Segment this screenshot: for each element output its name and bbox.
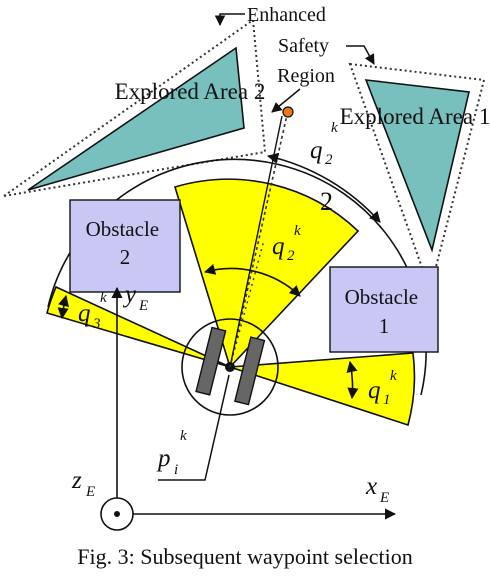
robot xyxy=(195,326,266,406)
svg-text:3: 3 xyxy=(92,316,101,332)
safety-region-2-outline xyxy=(3,18,267,197)
obstacle-2 xyxy=(69,199,181,293)
svg-text:y: y xyxy=(122,281,137,308)
obstacle-1-label: Obstacle 1 xyxy=(345,285,424,338)
q2-inner-arc xyxy=(203,263,301,297)
q1-arc xyxy=(346,360,359,400)
z-axis-dot xyxy=(114,511,120,517)
q1-symbol: q 1 k xyxy=(368,368,397,408)
q2-outer-arc xyxy=(266,152,381,223)
svg-text:q: q xyxy=(78,300,91,327)
robot-boundary xyxy=(181,318,279,416)
heading-line-dashed xyxy=(229,114,288,368)
q3-arc xyxy=(57,294,69,320)
sector-number-label: 2 xyxy=(320,187,333,216)
svg-text:z: z xyxy=(71,467,82,494)
obstacle-2-label: Obstacle 2 xyxy=(86,217,165,269)
free-sector-3 xyxy=(46,285,231,368)
explored-area-1 xyxy=(364,79,470,253)
xE-symbol: x E xyxy=(365,473,389,506)
svg-text:k: k xyxy=(390,368,397,384)
enhanced-label: Enhanced xyxy=(247,4,326,26)
q3-symbol: q 3 k xyxy=(78,290,107,332)
figure-caption: Fig. 3: Subsequent waypoint selection xyxy=(77,544,413,569)
svg-text:k: k xyxy=(294,223,301,239)
safety-pointer-arrow xyxy=(346,45,375,65)
svg-text:E: E xyxy=(85,484,95,500)
explored-area-1-label: Explored Area 1 xyxy=(340,104,490,129)
svg-text:k: k xyxy=(180,428,187,444)
free-sector-1 xyxy=(229,352,416,427)
svg-text:E: E xyxy=(379,490,389,506)
q2-outer-symbol: q 2 k xyxy=(310,120,338,168)
svg-text:E: E xyxy=(138,298,148,314)
obstacle-1 xyxy=(329,266,439,353)
pi-symbol: p i k xyxy=(156,428,187,478)
subsequent-waypoint xyxy=(282,106,294,118)
svg-text:2: 2 xyxy=(325,152,333,168)
safety-region-1-outline xyxy=(348,62,486,294)
svg-text:1: 1 xyxy=(383,392,391,408)
explored-area-2 xyxy=(27,46,245,191)
svg-text:2: 2 xyxy=(287,248,295,264)
robot-wheel-left xyxy=(195,326,227,396)
svg-text:k: k xyxy=(100,290,107,306)
robot-wheel-right xyxy=(234,336,266,406)
svg-text:q: q xyxy=(272,233,285,260)
svg-text:x: x xyxy=(365,473,377,500)
svg-text:p: p xyxy=(156,445,171,472)
pi-pointer-line xyxy=(158,374,230,481)
svg-text:k: k xyxy=(331,120,338,136)
svg-text:q: q xyxy=(310,137,323,164)
region-pointer-arrow xyxy=(271,88,301,113)
enhanced-pointer-arrow xyxy=(214,13,245,27)
svg-text:q: q xyxy=(368,377,381,404)
q2-inner-symbol: q 2 k xyxy=(272,223,301,264)
yE-symbol: y E xyxy=(122,281,148,314)
zE-symbol: z E xyxy=(71,467,95,500)
safety-region-label: Safety Region xyxy=(277,35,335,87)
explored-area-2-label: Explored Area 2 xyxy=(115,79,266,104)
svg-text:i: i xyxy=(174,462,178,478)
bisector-line xyxy=(229,239,265,368)
